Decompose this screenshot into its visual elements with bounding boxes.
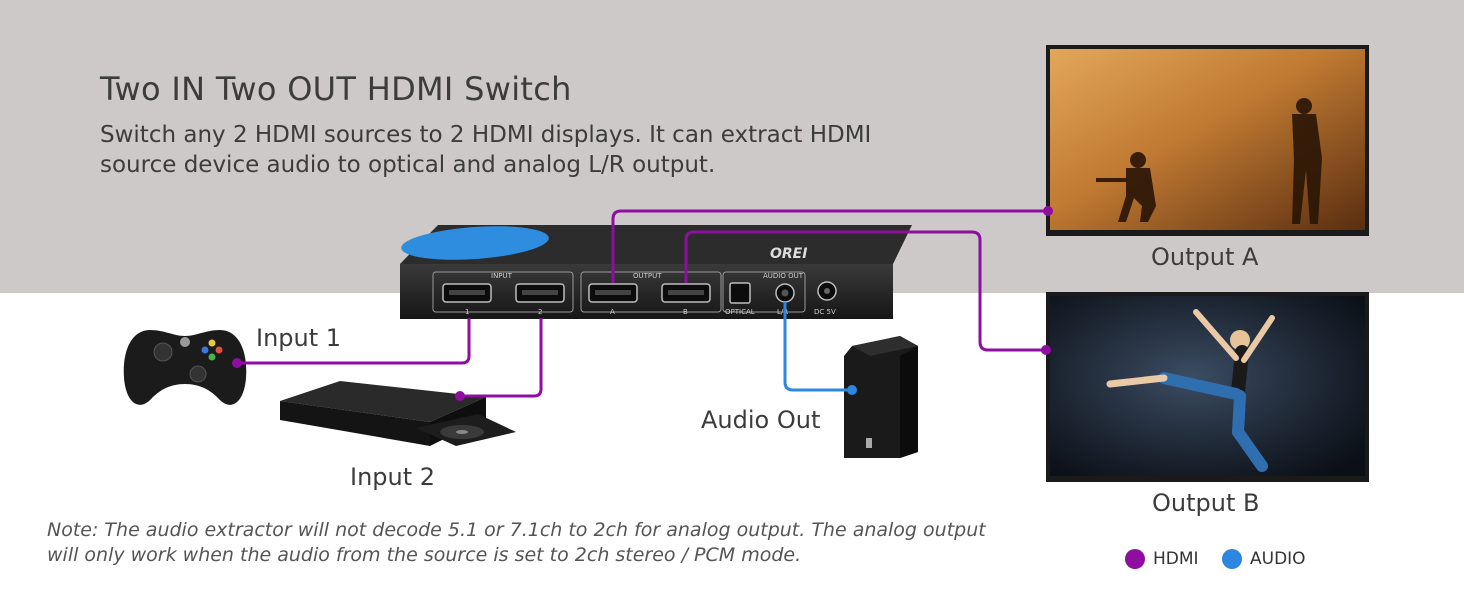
audio-legend-dot xyxy=(1222,549,1242,569)
hdmi-cable-input2 xyxy=(460,318,543,398)
gamepad-icon xyxy=(123,330,247,405)
legend-item-audio: AUDIO xyxy=(1222,549,1306,569)
hdmi-port-in1 xyxy=(442,283,492,303)
port-label-in1: 1 xyxy=(465,308,469,316)
hdmi-cable-output-a xyxy=(611,209,1048,283)
hdmi-port-in2 xyxy=(515,283,565,303)
speaker-icon xyxy=(844,336,918,458)
audio-endpoint-speaker xyxy=(847,385,857,395)
hdmi-port-out-a xyxy=(588,283,638,303)
page-title: Two IN Two OUT HDMI Switch xyxy=(100,70,572,108)
hdmi-port-out-b xyxy=(661,283,711,303)
input-group-label: INPUT xyxy=(491,272,513,280)
hdmi-cable-input1 xyxy=(237,318,471,365)
label-input-1: Input 1 xyxy=(256,324,342,352)
output-group-label: OUTPUT xyxy=(633,272,662,280)
label-input-2: Input 2 xyxy=(350,463,436,491)
bluray-player-icon xyxy=(280,381,516,446)
output-port-group xyxy=(580,271,722,313)
legend-label-hdmi: HDMI xyxy=(1153,549,1199,569)
audio-group-label: AUDIO OUT xyxy=(763,272,804,280)
label-audio-out: Audio Out xyxy=(701,406,821,434)
hdmi-legend-dot xyxy=(1125,549,1145,569)
optical-port xyxy=(729,282,751,304)
dc-power-port xyxy=(817,281,837,301)
hdmi-switch-device: OREI INPUT OUTPUT AUDIO OUT xyxy=(400,225,912,319)
hdmi-endpoint-input1 xyxy=(232,358,242,368)
legend-label-audio: AUDIO xyxy=(1250,549,1306,569)
brand-label: OREI xyxy=(770,246,807,262)
audio-port-group xyxy=(722,271,806,313)
hdmi-cable-output-b xyxy=(684,230,1046,352)
input-port-group xyxy=(432,271,574,313)
tv-output-a-icon xyxy=(1046,45,1369,236)
port-label-dc: DC 5V xyxy=(814,308,836,316)
hdmi-endpoint-output-b xyxy=(1041,345,1051,355)
hdmi-endpoint-input2 xyxy=(455,391,465,401)
label-output-a: Output A xyxy=(1151,243,1259,271)
port-label-in2: 2 xyxy=(538,308,542,316)
port-label-out-a: A xyxy=(610,308,615,316)
port-label-lr: L/R xyxy=(777,308,788,316)
page-subtitle: Switch any 2 HDMI sources to 2 HDMI disp… xyxy=(100,122,872,178)
tv-output-b-icon xyxy=(1046,292,1369,482)
legend-item-hdmi: HDMI xyxy=(1125,549,1199,569)
lr-audio-port xyxy=(775,283,795,303)
label-output-b: Output B xyxy=(1152,489,1260,517)
hdmi-endpoint-output-a xyxy=(1043,206,1053,216)
brand-logo-icon xyxy=(401,226,549,260)
footnote: Note: The audio extractor will not decod… xyxy=(47,519,986,566)
port-label-out-b: B xyxy=(683,308,688,316)
audio-cable xyxy=(783,302,852,392)
port-label-optical: OPTICAL xyxy=(725,308,755,316)
